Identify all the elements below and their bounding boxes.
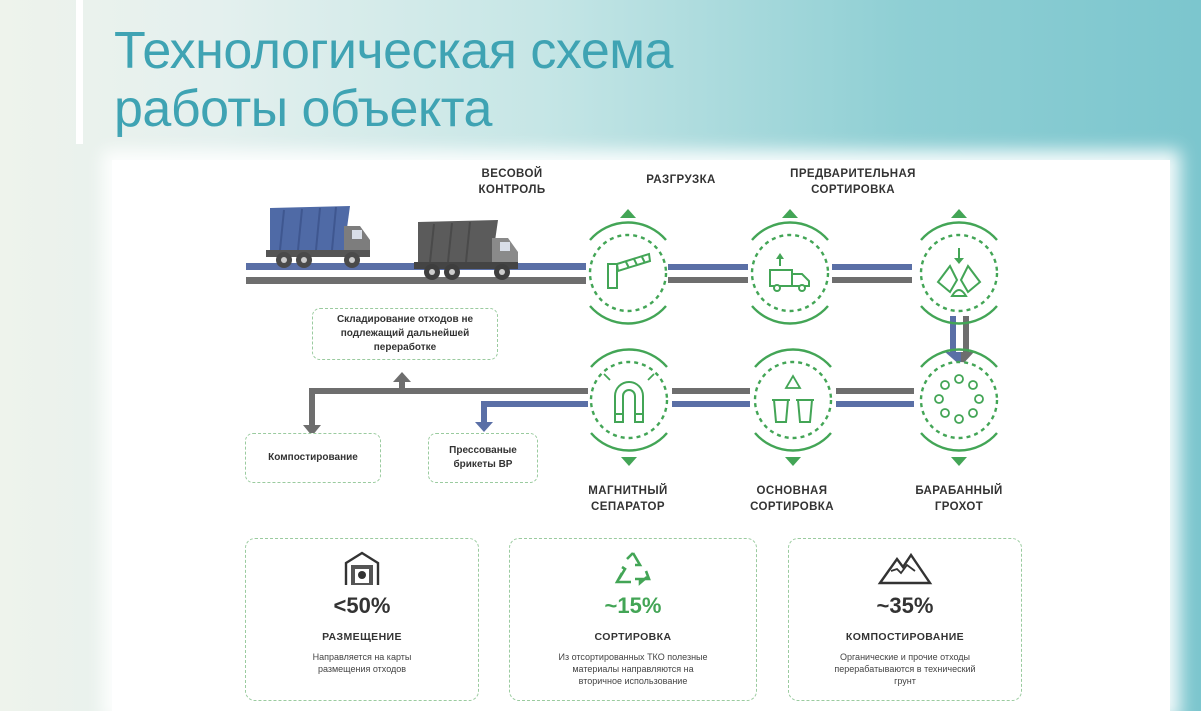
truck-blue-icon <box>266 206 370 268</box>
step-circle-weighing <box>588 209 668 325</box>
step-circle-magnet <box>589 348 669 466</box>
card-sorting-percent: ~15% <box>604 593 662 618</box>
output-line-gray <box>303 372 588 436</box>
output-line-blue <box>475 401 588 432</box>
truck-gray-icon <box>414 220 518 280</box>
landfill-icon <box>344 551 380 585</box>
connector-drum-mainsorting <box>836 388 914 407</box>
step-circle-drum <box>919 348 999 466</box>
card-placement-percent: <50% <box>333 593 391 618</box>
page-title-line-2: работы объекта <box>114 80 492 138</box>
card-composting-title: КОМПОСТИРОВАНИЕ <box>845 631 965 643</box>
step-label-unloading: РАЗГРУЗКА <box>646 174 716 186</box>
recycle-icon <box>614 552 651 586</box>
card-sorting: ~15% СОРТИРОВКА Из отсортированных ТКО п… <box>509 538 757 701</box>
card-composting: ~35% КОМПОСТИРОВАНИЕ Органические и проч… <box>788 538 1022 701</box>
card-placement-title: РАЗМЕЩЕНИЕ <box>322 631 402 643</box>
page-title: Технологическая схема работы объекта <box>114 22 673 138</box>
title-accent-bar <box>76 0 83 144</box>
card-sorting-title: СОРТИРОВКА <box>594 631 672 643</box>
process-flow-svg <box>246 206 999 466</box>
mountain-icon <box>877 552 933 585</box>
briquettes-output-box: Прессованые брикеты ВР <box>428 433 538 483</box>
connector-unloading-presorting <box>832 264 912 283</box>
connector-mainsorting-magnet <box>672 388 750 407</box>
connector-weighing-unloading <box>668 264 748 283</box>
step-circle-mainsorting <box>753 348 833 466</box>
page-title-line-1: Технологическая схема <box>114 22 673 80</box>
storage-output-box: Складирование отходов не подлежащий даль… <box>312 308 498 360</box>
compost-output-box: Компостирование <box>245 433 381 483</box>
step-circle-unloading <box>750 209 830 325</box>
step-circle-presorting <box>919 209 999 325</box>
card-composting-percent: ~35% <box>876 593 934 618</box>
